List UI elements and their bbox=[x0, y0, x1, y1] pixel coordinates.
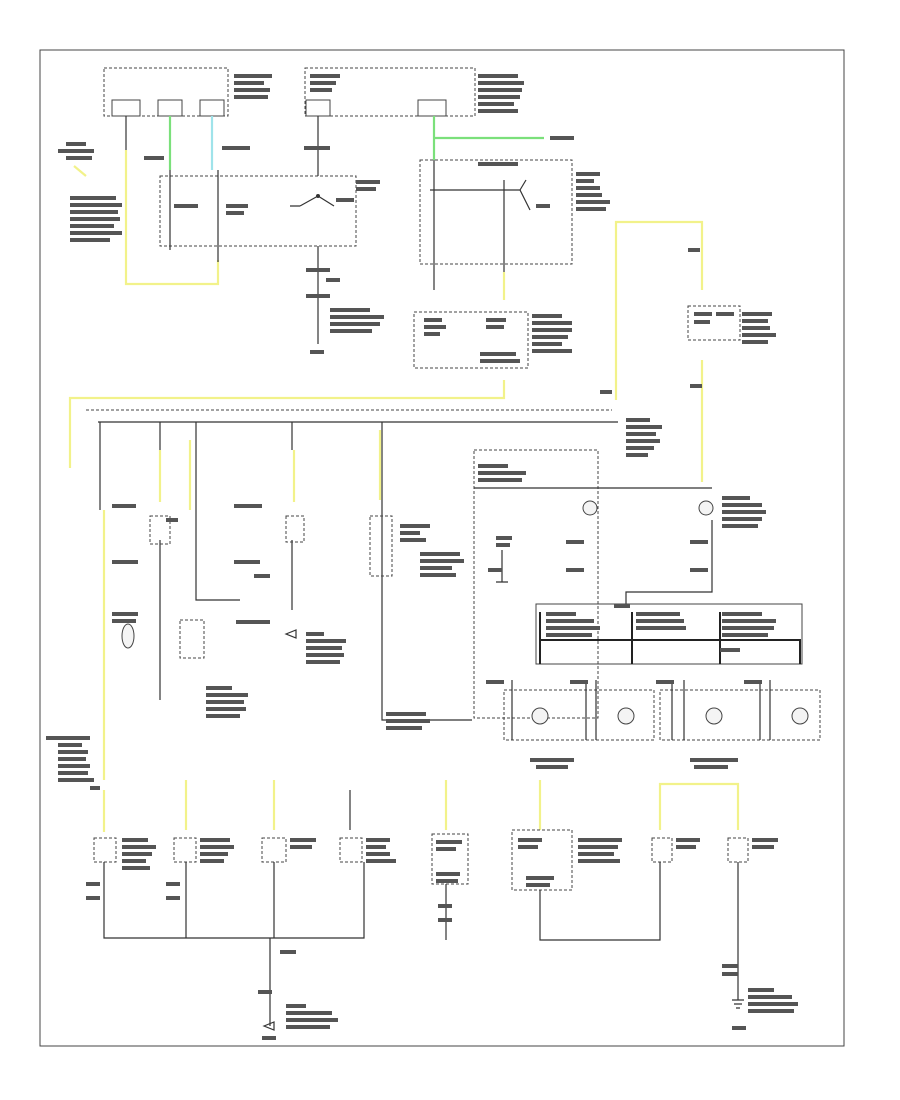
drop-3 bbox=[195, 422, 240, 601]
drop-5-low bbox=[381, 516, 472, 721]
label-group-bus bbox=[600, 390, 662, 457]
fuse-module-middle bbox=[413, 311, 529, 369]
ground-arrow-1 bbox=[284, 629, 297, 639]
label-group-relay-right bbox=[478, 136, 610, 211]
switch-bottom-3 bbox=[261, 837, 287, 863]
fuse-block-top-middle bbox=[304, 67, 476, 117]
relay-block-left bbox=[159, 175, 357, 247]
wire-yellow-right-long bbox=[614, 220, 704, 400]
switch-symbol-right bbox=[430, 179, 531, 211]
label-group-top-left bbox=[234, 74, 272, 99]
connector-c3 bbox=[199, 99, 225, 117]
connector-c4 bbox=[305, 99, 331, 117]
wire-bottom-bus-right bbox=[539, 862, 661, 941]
label-group-relay-left bbox=[144, 146, 380, 215]
wire-green-right bbox=[432, 116, 544, 160]
switch-bottom-1 bbox=[93, 837, 117, 863]
switch-bottom-7 bbox=[651, 837, 673, 863]
label-group-fuse-module bbox=[424, 314, 572, 363]
ground-symbol-module bbox=[496, 550, 508, 583]
switch-c-left-3 bbox=[369, 515, 393, 577]
junction-inner-3 bbox=[719, 612, 801, 664]
switch-bottom-4 bbox=[339, 837, 363, 863]
ground-symbol-bottom-right bbox=[732, 999, 744, 1009]
switch-bottom-8 bbox=[727, 837, 749, 863]
relay-block-right bbox=[419, 159, 573, 265]
connector-c1 bbox=[111, 99, 141, 117]
lamp-symbol-left-module bbox=[582, 500, 598, 516]
wire-yellow-b7 bbox=[658, 782, 740, 830]
diagram-frame bbox=[39, 49, 845, 1047]
junction-box-lower bbox=[535, 603, 803, 665]
wire-bottom-bus-left bbox=[103, 862, 365, 939]
label-group-module bbox=[478, 464, 766, 572]
label-group-bottom bbox=[122, 838, 778, 887]
wire-left-top-lamp bbox=[73, 165, 87, 177]
switch-c-left-2 bbox=[285, 515, 305, 543]
lamp-lower-4 bbox=[791, 707, 809, 725]
lamp-lower-2 bbox=[617, 707, 635, 725]
module-bottom-5 bbox=[431, 833, 469, 885]
connector-c5 bbox=[417, 99, 447, 117]
lamp-symbol-right-module bbox=[698, 500, 714, 516]
label-group-junction bbox=[546, 604, 776, 652]
connector-c2 bbox=[157, 99, 183, 117]
wire-bottom-mid bbox=[185, 862, 275, 938]
wire-yellow-bus-top bbox=[68, 380, 506, 468]
switch-box-right bbox=[687, 305, 741, 341]
label-group-top-middle bbox=[310, 74, 524, 113]
module-bottom-6 bbox=[511, 829, 573, 891]
label-group-left-top bbox=[58, 142, 122, 242]
label-group-right-switch bbox=[688, 248, 776, 388]
lamp-group-right bbox=[659, 689, 821, 741]
switch-bottom-2 bbox=[173, 837, 197, 863]
label-group-bottom-grounds bbox=[86, 882, 798, 1040]
instrument-panel-module-top-left bbox=[103, 67, 229, 117]
ground-arrow-2 bbox=[262, 1021, 275, 1031]
wire-left-top-yellow bbox=[124, 150, 220, 286]
label-group-middle-left bbox=[112, 504, 464, 730]
resistor-left bbox=[121, 623, 135, 649]
switch-symbol-left bbox=[290, 194, 335, 207]
wire-lamps-lower bbox=[511, 680, 771, 740]
wire-module-right-drop bbox=[625, 520, 713, 604]
relay-small-left bbox=[179, 619, 205, 659]
lamp-lower-1 bbox=[531, 707, 549, 725]
label-group-ground-1 bbox=[306, 268, 384, 354]
lamp-control-module bbox=[473, 449, 599, 719]
switch-c-left-1 bbox=[149, 515, 171, 545]
lamp-lower-3 bbox=[705, 707, 723, 725]
lamp-group-left bbox=[503, 689, 655, 741]
label-group-lower-lamps bbox=[486, 680, 762, 769]
label-group-left-lower bbox=[46, 736, 100, 790]
